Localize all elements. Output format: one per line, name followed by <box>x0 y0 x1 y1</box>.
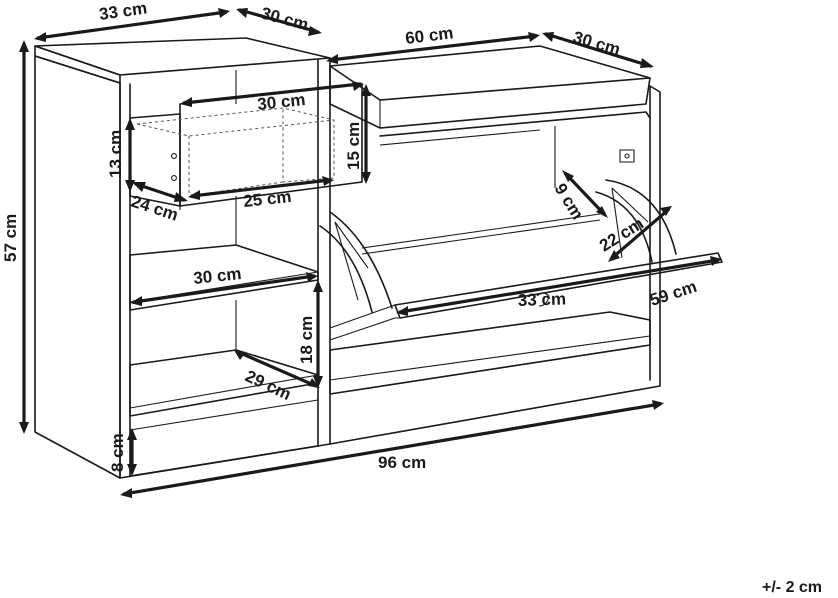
right-cabinet-lower-shelf <box>329 311 651 395</box>
right-hinge-arc <box>605 179 677 255</box>
label-drawer-height-inner: 13 cm <box>106 130 125 178</box>
dim-line-top-depth-right <box>238 8 320 34</box>
dim-line-flap-height <box>564 172 606 216</box>
flap-knob <box>536 292 550 307</box>
label-drawer-inner-width: 25 cm <box>242 187 292 211</box>
dim-line-top-depth-left <box>36 10 228 40</box>
label-drawer-height-outer: 15 cm <box>344 122 363 170</box>
label-flap-length: 59 cm <box>647 277 699 310</box>
arrowheads <box>19 8 722 498</box>
dimension-labels: 33 cm 30 cm 60 cm 30 cm 57 cm 30 cm 15 c… <box>1 0 822 596</box>
label-shelf-height: 18 cm <box>297 316 316 364</box>
dim-line-shelf-width <box>132 274 316 304</box>
dimension-lines <box>22 8 720 496</box>
left-cabinet-shelf-2 <box>129 349 319 417</box>
label-seat-width: 60 cm <box>404 23 454 48</box>
dim-line-flap-width <box>398 258 720 314</box>
label-top-depth-left: 33 cm <box>98 0 148 24</box>
seat-cushion-edge <box>329 65 651 101</box>
dim-line-seat-depth <box>544 32 652 68</box>
dim-line-total-width <box>122 402 662 496</box>
dim-line-drawer-inner-width <box>190 178 332 198</box>
dim-line-flap-depth <box>610 208 670 260</box>
dim-line-drawer-width <box>182 82 362 105</box>
tolerance-note: +/- 2 cm <box>762 579 822 596</box>
hinge-bracket <box>619 149 635 163</box>
label-top-depth-right: 30 cm <box>259 4 310 35</box>
label-total-width: 96 cm <box>378 453 426 472</box>
right-cabinet <box>319 45 723 445</box>
label-flap-width: 33 cm <box>517 289 566 310</box>
flap-door-edge <box>394 252 723 319</box>
label-shelf-width: 30 cm <box>192 264 242 288</box>
left-cabinet-side-panel <box>34 55 121 479</box>
label-seat-depth: 30 cm <box>571 28 623 60</box>
label-plinth-height: 8 cm <box>108 433 127 472</box>
left-cabinet-top-front-edge <box>34 45 121 84</box>
dim-line-shelf-depth <box>236 350 318 388</box>
dim-line-seat-width <box>328 34 538 62</box>
label-drawer-width: 30 cm <box>256 90 306 114</box>
seat-cushion <box>329 45 651 129</box>
left-hinge-arc <box>329 211 393 309</box>
label-total-height: 57 cm <box>1 214 20 262</box>
